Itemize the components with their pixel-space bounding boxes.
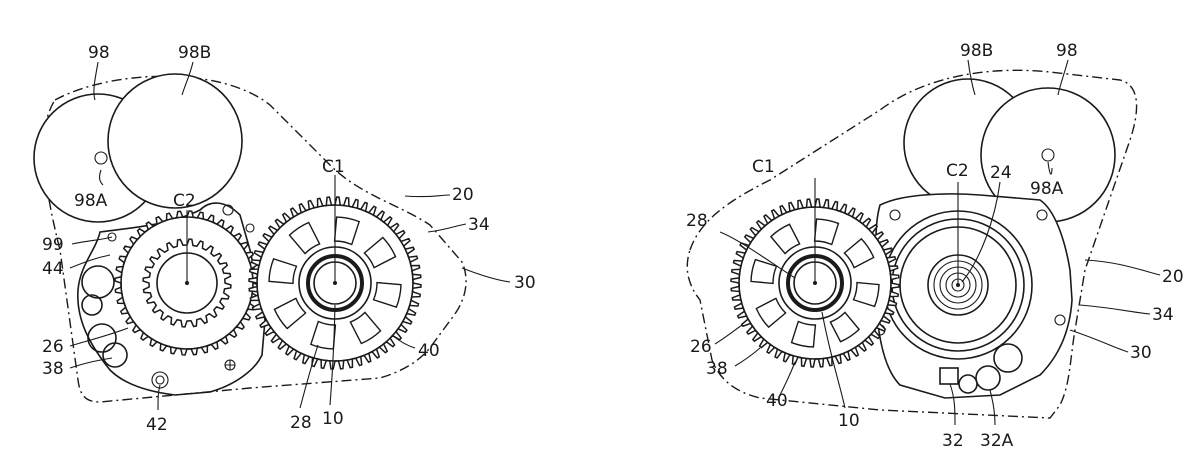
left-label-30: 30	[514, 273, 536, 293]
right-small-gear-b	[958, 374, 978, 394]
left-label-26: 26	[42, 337, 64, 357]
gear-window	[750, 258, 778, 285]
right-label-30: 30	[1130, 343, 1152, 363]
gear-window	[349, 311, 382, 345]
left-label-98: 98	[88, 43, 110, 63]
left-roll-98b	[107, 73, 243, 209]
right-label-32a: 32A	[980, 431, 1014, 451]
left-chassis	[77, 202, 266, 396]
left-label-10: 10	[322, 409, 344, 429]
right-screw-d	[1054, 314, 1066, 326]
gear-window	[813, 218, 840, 246]
right-label-28: 28	[686, 211, 708, 231]
gear-window	[333, 216, 361, 246]
gear-window	[829, 311, 861, 343]
right-label-10: 10	[838, 411, 860, 431]
right-label-32: 32	[942, 431, 964, 451]
left-boss-a	[81, 265, 115, 299]
right-roll-98a-pin	[1041, 148, 1055, 162]
left-label-98a: 98A	[74, 191, 108, 211]
right-label-c2: C2	[946, 161, 969, 181]
left-label-40: 40	[418, 341, 440, 361]
left-boss-b	[87, 323, 117, 353]
right-label-34: 34	[1152, 305, 1174, 325]
left-label-c2: C2	[173, 191, 196, 211]
left-label-c1: C1	[322, 157, 345, 177]
right-label-98a: 98A	[1030, 179, 1064, 199]
gear-window	[852, 281, 880, 308]
gear-window	[273, 297, 307, 330]
right-label-98: 98	[1056, 41, 1078, 61]
right-gear-40-windows	[750, 218, 880, 348]
gear-window	[372, 281, 402, 309]
right-figure: 98B 98 98A C1 C2 24 28 26 38 40 10 20 34…	[686, 41, 1184, 451]
right-small-gear-a	[993, 343, 1023, 373]
right-label-24: 24	[990, 163, 1012, 183]
left-housing-outline	[43, 75, 467, 403]
right-label-40: 40	[766, 391, 788, 411]
left-label-44: 44	[42, 259, 64, 279]
right-chassis	[875, 193, 1073, 399]
gear-window	[288, 221, 321, 255]
gear-window	[790, 320, 817, 348]
right-screw-a	[889, 209, 901, 221]
gear-window	[309, 320, 337, 350]
left-cross-screw	[225, 360, 235, 370]
gear-window	[268, 257, 298, 285]
left-gear-40-windows	[268, 216, 402, 350]
left-roll-98a-pin	[94, 151, 108, 165]
right-label-20: 20	[1162, 267, 1184, 287]
gear-window	[843, 237, 875, 269]
left-screw-42	[151, 371, 169, 389]
right-label-98b: 98B	[960, 41, 993, 61]
left-label-38: 38	[42, 359, 64, 379]
right-leaders	[714, 59, 1161, 426]
left-label-42: 42	[146, 415, 168, 435]
left-label-20: 20	[452, 185, 474, 205]
right-screw-b	[1036, 209, 1048, 221]
left-label-34: 34	[468, 215, 490, 235]
left-leaders	[69, 61, 511, 411]
left-screw-d	[245, 223, 255, 233]
left-screw-42-inner	[155, 375, 165, 385]
left-figure: 98 98B 98A C2 C1 20 34 30 99 44 26 38 42…	[33, 43, 536, 435]
right-label-38: 38	[706, 359, 728, 379]
left-label-28: 28	[290, 413, 312, 433]
gear-window	[755, 297, 787, 329]
left-screw-b	[222, 204, 234, 216]
left-screw-a	[107, 232, 117, 242]
left-label-98b: 98B	[178, 43, 211, 63]
gear-window	[769, 223, 801, 255]
right-label-c1: C1	[752, 157, 775, 177]
gear-window	[363, 236, 397, 269]
right-label-26: 26	[690, 337, 712, 357]
left-boss-c	[102, 342, 128, 368]
left-label-99: 99	[42, 235, 64, 255]
right-small-gear-32a	[975, 365, 1001, 391]
left-boss-d	[81, 294, 103, 316]
right-block-32	[939, 367, 959, 385]
right-housing-outline	[686, 69, 1138, 419]
